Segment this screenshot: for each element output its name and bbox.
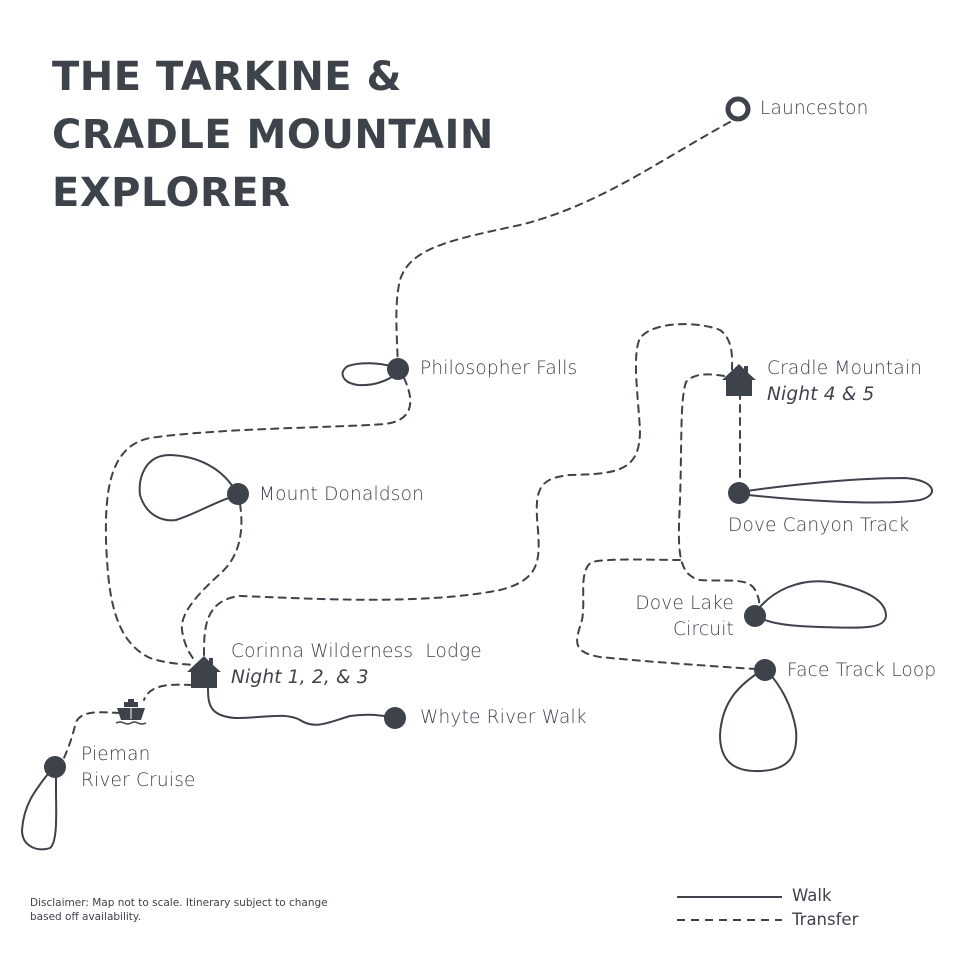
- label-pieman[interactable]: Pieman River Cruise: [81, 742, 196, 794]
- label-cradle-mountain[interactable]: Cradle Mountain Night 4 & 5: [767, 356, 922, 408]
- place-name: Face Track Loop: [787, 660, 937, 681]
- transfer-launceston-philosopher: [395, 121, 731, 369]
- title-line-1: THE TARKINE &: [52, 54, 402, 100]
- transfer-mount-donaldson-corinna: [180, 503, 243, 663]
- label-corinna[interactable]: Corinna Wilderness Lodge Night 1, 2, & 3: [231, 639, 482, 691]
- ring-icon-launceston[interactable]: [725, 96, 751, 122]
- house-icon-corinna[interactable]: [187, 656, 221, 688]
- dot-icon-pieman[interactable]: [44, 756, 66, 778]
- walk-philosopher-falls-loop: [341, 362, 399, 387]
- label-philosopher-falls[interactable]: Philosopher Falls: [420, 356, 577, 382]
- walk-face-track-loop: [719, 669, 798, 773]
- walk-pieman-loop: [21, 765, 58, 851]
- place-name-line-1: Pieman: [81, 744, 151, 765]
- dot-icon-mount-donaldson[interactable]: [227, 483, 249, 505]
- place-name-line-2: Circuit: [673, 619, 734, 640]
- place-name: Philosopher Falls: [420, 358, 578, 379]
- place-name-line-1: Dove Lake: [635, 593, 734, 614]
- label-dove-canyon[interactable]: Dove Canyon Track: [728, 513, 909, 539]
- place-note: Night 4 & 5: [767, 384, 875, 405]
- label-launceston[interactable]: Launceston: [760, 96, 869, 122]
- place-name: Mount Donaldson: [259, 484, 425, 505]
- transfer-dove-lake-face-track: [576, 558, 757, 670]
- transfer-corinna-cradle: [203, 323, 734, 656]
- walk-whyte-river: [207, 687, 395, 726]
- place-name-line-2: River Cruise: [81, 770, 196, 791]
- dot-icon-philosopher-falls[interactable]: [387, 358, 409, 380]
- map-title: THE TARKINE & CRADLE MOUNTAIN EXPLORER: [52, 48, 494, 222]
- place-name: Dove Canyon Track: [728, 515, 910, 536]
- label-mount-donaldson[interactable]: Mount Donaldson: [259, 482, 424, 508]
- dot-icon-face-track[interactable]: [754, 659, 776, 681]
- disclaimer-text: Disclaimer: Map not to scale. Itinerary …: [30, 897, 328, 923]
- label-face-track[interactable]: Face Track Loop: [787, 658, 936, 684]
- transfer-cradle-dove-lake: [677, 373, 761, 611]
- place-name: Launceston: [760, 98, 869, 119]
- legend-transfer-label: Transfer: [792, 910, 859, 929]
- title-line-3: EXPLORER: [52, 170, 291, 216]
- place-name: Corinna Wilderness Lodge: [231, 641, 482, 662]
- house-icon-cradle-mountain[interactable]: [722, 364, 756, 396]
- transfer-philosopher-corinna: [104, 377, 412, 666]
- dot-icon-dove-lake[interactable]: [744, 605, 766, 627]
- transfer-boat-pieman: [61, 711, 121, 763]
- boat-icon[interactable]: [115, 699, 147, 725]
- title-line-2: CRADLE MOUNTAIN: [52, 112, 494, 158]
- label-dove-lake[interactable]: Dove Lake Circuit: [600, 591, 734, 643]
- place-note: Night 1, 2, & 3: [231, 667, 369, 688]
- walk-dove-lake-loop: [755, 580, 887, 629]
- label-whyte-river[interactable]: Whyte River Walk: [420, 705, 587, 731]
- walk-mount-donaldson-loop: [138, 454, 237, 522]
- place-name: Whyte River Walk: [420, 707, 587, 728]
- dot-icon-dove-canyon[interactable]: [728, 482, 750, 504]
- walk-dove-canyon-loop: [739, 477, 933, 504]
- dot-icon-whyte-river[interactable]: [384, 707, 406, 729]
- place-name: Cradle Mountain: [767, 358, 923, 379]
- transfer-corinna-boat: [143, 683, 193, 701]
- legend-walk-label: Walk: [792, 886, 832, 905]
